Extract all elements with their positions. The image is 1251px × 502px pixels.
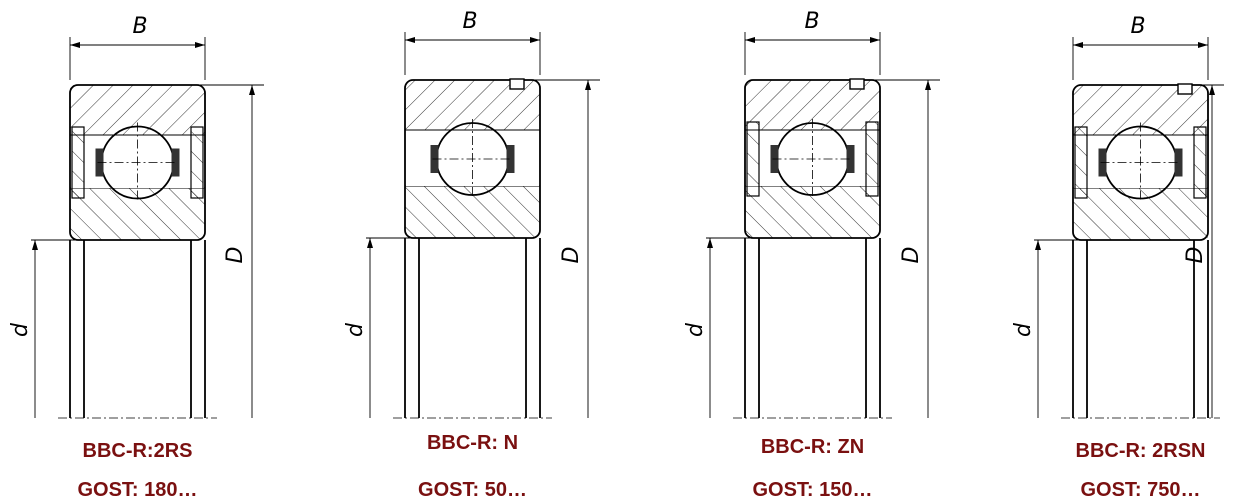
cage-right [171,148,180,177]
outer-diameter-label: D [223,247,248,264]
cage-right [506,145,515,173]
bearing-2rsn: B Dd [1011,14,1224,419]
model-label: BBC-R: 2RSN [1075,440,1206,462]
outer-diameter-label: D [1183,247,1208,264]
width-label: B [462,9,477,34]
gost-label: GOST: 150… [752,479,873,501]
bearing-n: B Dd [343,9,600,419]
ring-outline [69,84,206,241]
ring-outline [744,79,881,239]
snap-ring-groove [1177,83,1193,95]
right-seal [1193,126,1207,199]
snap-ring-groove [509,78,525,90]
ring-outline [1072,84,1209,241]
model-label: BBC-R: ZN [760,436,865,458]
left-seal [71,126,85,199]
width-label: B [804,9,819,34]
outer-diameter-label: D [899,247,924,264]
cage-right [1174,148,1183,177]
model-label: BBC-R: N [426,432,519,454]
cage-right [846,145,855,173]
bore-diameter-label: d [8,322,33,337]
gost-label: GOST: 750… [1080,479,1201,501]
bore-diameter-label: d [343,322,368,337]
width-label: B [132,14,147,39]
model-label: BBC-R:2RS [82,440,193,462]
left-seal [746,121,760,197]
width-label: B [1130,14,1145,39]
bearing-2rs: B Dd [8,14,264,419]
snap-ring-groove [849,78,865,90]
right-seal [190,126,204,199]
gost-label: GOST: 180… [77,479,198,501]
right-seal [865,121,879,197]
ring-outline [404,79,541,239]
outer-diameter-label: D [559,247,584,264]
bore-diameter-label: d [683,322,708,337]
bearing-zn: B Dd [683,9,940,419]
left-seal [1074,126,1088,199]
bore-diameter-label: d [1011,322,1036,337]
gost-label: GOST: 50… [418,479,527,501]
